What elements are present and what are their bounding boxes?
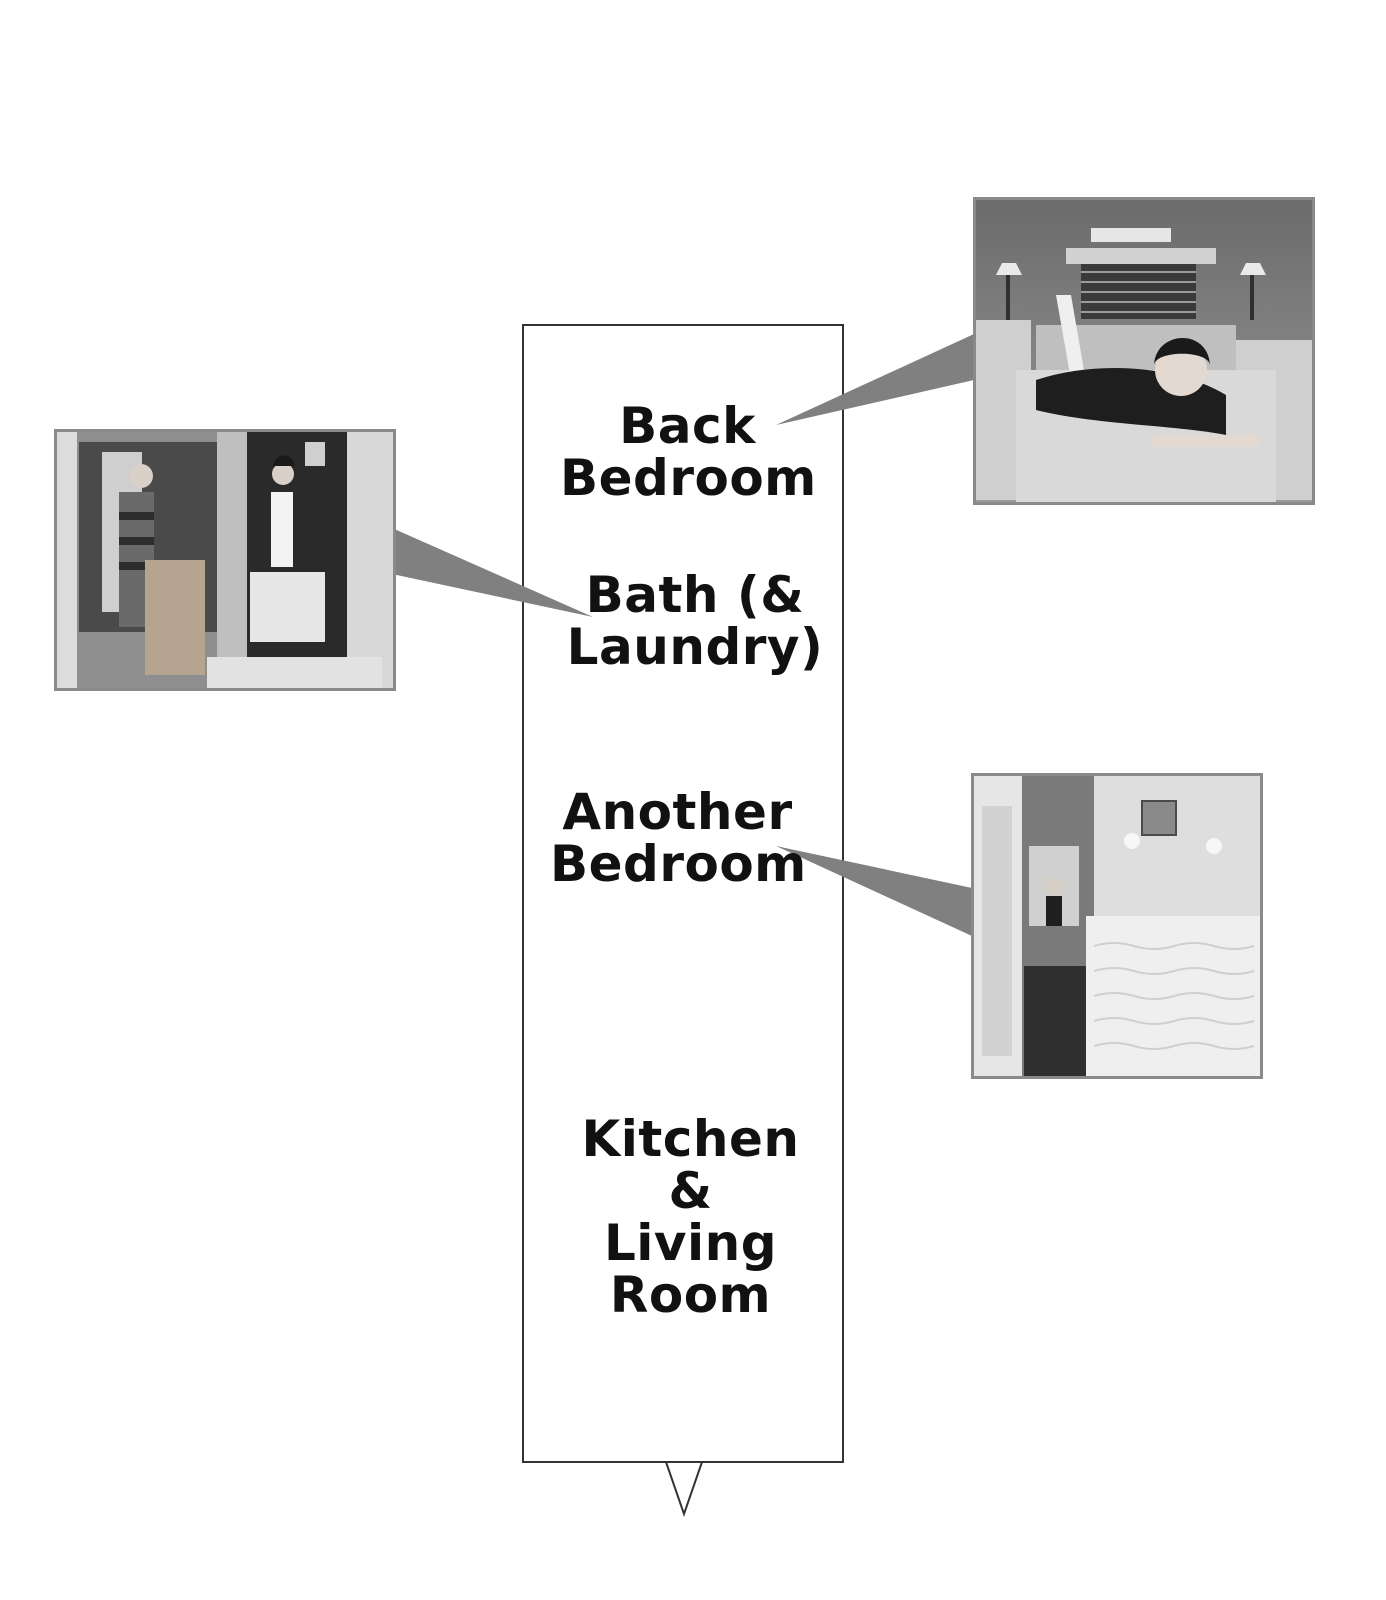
another-bedroom-photo	[971, 773, 1263, 1079]
trailer-hitch	[665, 1461, 703, 1518]
another-bedroom-photo-image	[974, 776, 1260, 1076]
room-label-back-bedroom: Back Bedroom	[560, 397, 817, 507]
callout-back-bedroom	[776, 334, 974, 425]
callout-bath	[392, 528, 593, 617]
room-label-kitchen-living: Kitchen & Living Room	[581, 1110, 800, 1324]
bath-photo	[54, 429, 396, 691]
callout-another-bedroom	[776, 846, 972, 936]
room-label-bath-laundry: Bath (& Laundry)	[566, 566, 824, 676]
trailer-outline	[522, 324, 844, 1463]
back-bedroom-photo-image	[976, 200, 1312, 502]
bath-photo-image	[57, 432, 393, 688]
back-bedroom-photo	[973, 197, 1315, 505]
room-label-another-bedroom: Another Bedroom	[550, 783, 807, 893]
